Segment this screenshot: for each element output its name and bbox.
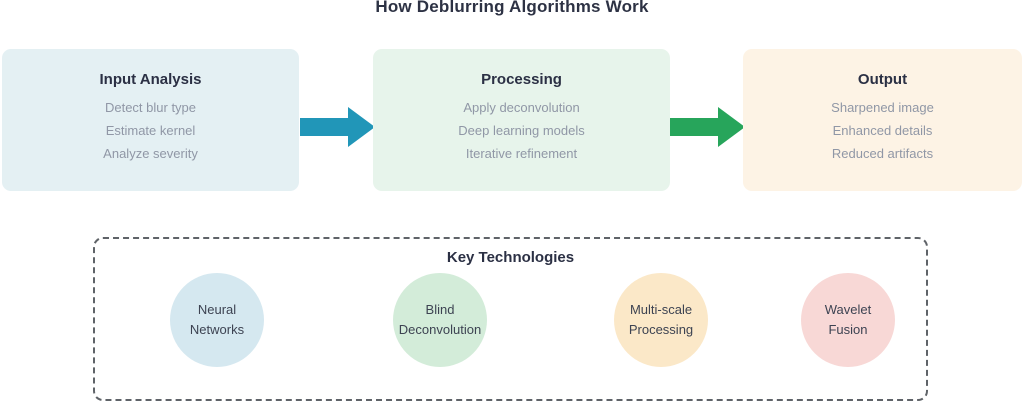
stage-heading: Input Analysis (99, 71, 202, 88)
stage-item: Analyze severity (103, 146, 198, 161)
stage-input-analysis: Input Analysis Detect blur type Estimate… (2, 49, 299, 191)
tech-circle-neural-networks: Neural Networks (170, 273, 264, 367)
stage-output: Output Sharpened image Enhanced details … (743, 49, 1022, 191)
arrow-right-icon (300, 107, 375, 147)
tech-label-line: Fusion (828, 322, 868, 337)
tech-label-line: Blind (425, 302, 455, 317)
stage-item: Reduced artifacts (831, 146, 934, 161)
stage-item: Detect blur type (104, 100, 197, 115)
stage-item: Enhanced details (832, 123, 933, 138)
arrow-head (348, 107, 375, 147)
stage-heading: Output (857, 71, 908, 88)
tech-label-line: Processing (628, 322, 694, 337)
arrow-shaft (670, 118, 720, 136)
key-technologies-heading: Key Technologies (446, 249, 575, 266)
page-title: How Deblurring Algorithms Work (375, 0, 649, 16)
stage-item: Deep learning models (458, 123, 585, 138)
tech-circle-multi-scale-processing: Multi-scale Processing (614, 273, 708, 367)
key-technologies-panel: Key Technologies Neural Networks Blind D… (93, 237, 928, 401)
tech-label-line: Multi-scale (629, 302, 693, 317)
arrow-head (718, 107, 745, 147)
tech-circle-wavelet-fusion: Wavelet Fusion (801, 273, 895, 367)
tech-label-line: Networks (189, 322, 245, 337)
tech-circle-blind-deconvolution: Blind Deconvolution (393, 273, 487, 367)
tech-label-line: Wavelet (824, 302, 872, 317)
tech-label-line: Deconvolution (398, 322, 482, 337)
stage-item: Iterative refinement (465, 146, 578, 161)
stage-item: Sharpened image (831, 100, 934, 115)
stage-item: Apply deconvolution (463, 100, 580, 115)
stage-processing: Processing Apply deconvolution Deep lear… (373, 49, 670, 191)
tech-label-line: Neural (197, 302, 237, 317)
arrow-right-icon (670, 107, 745, 147)
stage-heading: Processing (481, 71, 562, 88)
stage-item: Estimate kernel (105, 123, 196, 138)
arrow-shaft (300, 118, 350, 136)
